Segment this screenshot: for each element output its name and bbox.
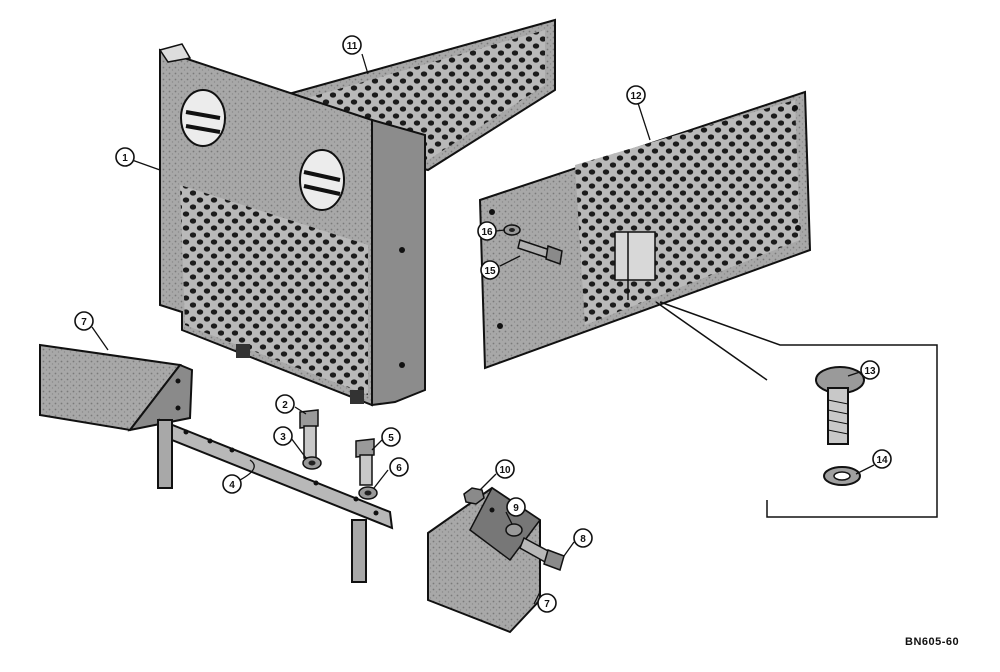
- part-12-perforated-panel: [478, 90, 812, 370]
- figure-id: BN605-60: [905, 636, 960, 648]
- callout-4-label: 4: [229, 480, 235, 491]
- callout-9-label: 9: [513, 503, 519, 514]
- part-15-bolt: [517, 239, 563, 266]
- callout-12: 12: [626, 85, 646, 105]
- callout-7-left: 7: [74, 311, 94, 331]
- callout-7-left-label: 7: [81, 317, 87, 328]
- callout-8-label: 8: [580, 534, 586, 545]
- part-1-side-panel: [158, 43, 426, 407]
- callout-12-label: 12: [630, 91, 642, 102]
- callout-4: 4: [222, 474, 242, 494]
- callout-3: 3: [273, 426, 293, 446]
- leader-lines: [91, 53, 875, 605]
- callout-1-label: 1: [122, 153, 128, 164]
- callout-13: 13: [860, 360, 880, 380]
- callout-6-label: 6: [396, 463, 402, 474]
- part-14-washer: [823, 466, 861, 486]
- callout-7-right-label: 7: [544, 599, 550, 610]
- callout-8: 8: [573, 528, 593, 548]
- callout-13-label: 13: [864, 366, 876, 377]
- callout-10-label: 10: [499, 465, 511, 476]
- callout-6: 6: [389, 457, 409, 477]
- callout-2: 2: [275, 394, 295, 414]
- callout-11-label: 11: [347, 41, 358, 52]
- callout-15-label: 15: [484, 266, 496, 277]
- callout-16: 16: [477, 221, 497, 241]
- callout-2-label: 2: [282, 400, 288, 411]
- callout-10: 10: [495, 459, 515, 479]
- callout-3-label: 3: [280, 432, 286, 443]
- part-4-mounting-bar: [157, 418, 394, 583]
- part-3-lock-washer: [302, 456, 322, 470]
- callout-5: 5: [381, 427, 401, 447]
- part-2-bolt: [299, 409, 319, 459]
- callout-11: 11: [342, 35, 362, 55]
- part-5-bolt: [355, 438, 375, 486]
- part-6-washer: [358, 486, 378, 500]
- callout-9: 9: [506, 497, 526, 517]
- callout-14-label: 14: [876, 455, 888, 466]
- callout-5-label: 5: [388, 433, 394, 444]
- part-13-quarter-turn-fastener: [815, 366, 865, 445]
- callout-14: 14: [872, 449, 892, 469]
- callout-7-right: 7: [537, 593, 557, 613]
- part-10-nut: [463, 487, 485, 505]
- callout-16-label: 16: [481, 227, 493, 238]
- callout-1: 1: [115, 147, 135, 167]
- part-9-washer: [505, 523, 523, 537]
- part-7-left-bracket: [39, 343, 194, 432]
- part-16-washer: [503, 224, 521, 236]
- part-8-bolt: [519, 536, 565, 571]
- callout-15: 15: [480, 260, 500, 280]
- detail-inset: [655, 301, 938, 518]
